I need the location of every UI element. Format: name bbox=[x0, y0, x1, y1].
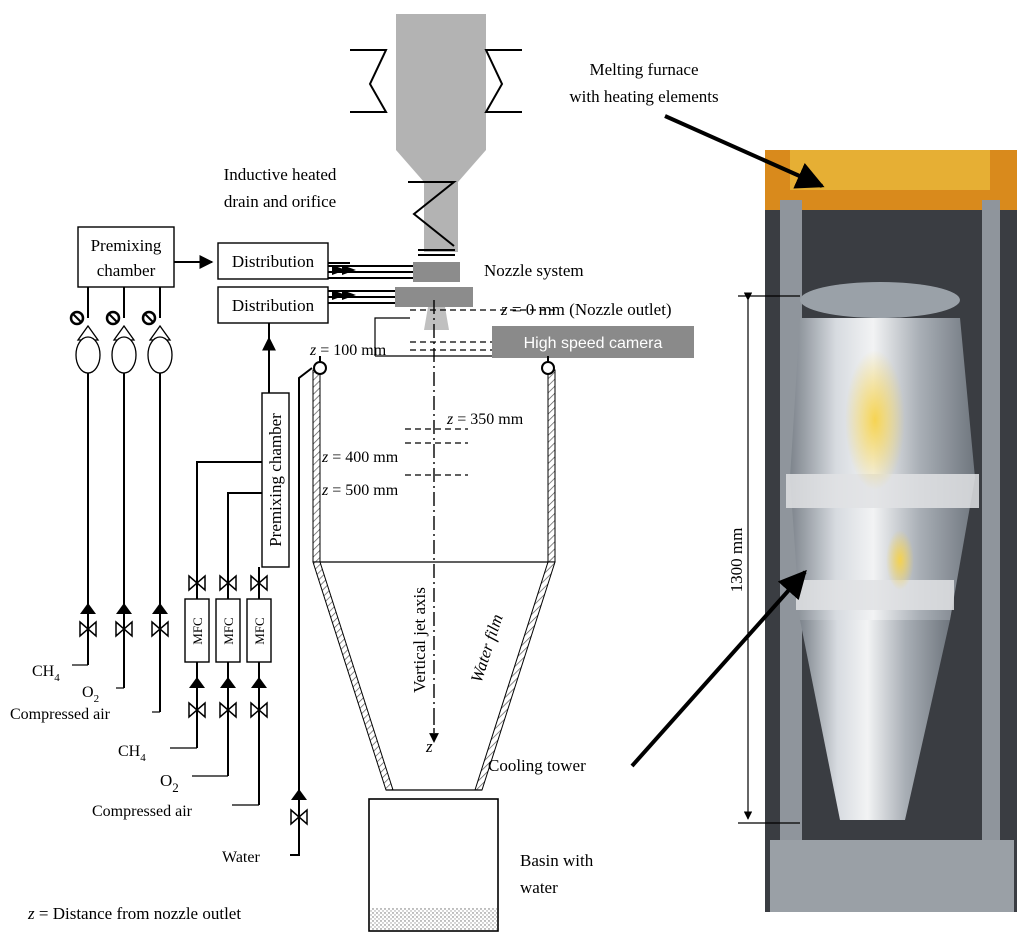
furnace-pointer-arrow bbox=[664, 114, 825, 189]
gas-line-ch4-left bbox=[69, 287, 101, 665]
z100-label: z = 100 mm bbox=[309, 342, 387, 359]
premixing-chamber-label-1: Premixing bbox=[91, 236, 162, 255]
premixing-chamber-label-2: chamber bbox=[97, 261, 156, 280]
cooling-tower-photo bbox=[765, 150, 1017, 912]
distribution-label-lower: Distribution bbox=[232, 296, 315, 315]
mfc-air-label: MFC bbox=[252, 617, 267, 644]
cooling-tower bbox=[312, 300, 556, 791]
distribution-box-lower bbox=[217, 286, 329, 324]
foil-wrap-lower bbox=[796, 580, 954, 610]
nozzle-system-label: Nozzle system bbox=[484, 261, 584, 280]
high-speed-camera: High speed camera bbox=[492, 326, 694, 358]
heating-element-left bbox=[350, 49, 388, 113]
vertical-jet-axis-label: Vertical jet axis bbox=[410, 587, 429, 693]
legend-text: z = Distance from nozzle outlet bbox=[27, 904, 241, 923]
basin-label-1: Basin with bbox=[520, 851, 594, 870]
mfc-air bbox=[246, 598, 272, 663]
ch4-label-left: CH4 bbox=[32, 663, 60, 684]
premixing-chamber-vertical-box bbox=[261, 392, 290, 568]
dimension-label: 1300 mm bbox=[727, 528, 746, 593]
gas-line-air-left bbox=[141, 287, 173, 712]
inductive-label-1: Inductive heated bbox=[224, 165, 337, 184]
camera-label: High speed camera bbox=[524, 335, 663, 352]
water-inlet-ring-right bbox=[541, 361, 555, 375]
mfc-valves-upper bbox=[188, 574, 268, 592]
cooling-tower-label: Cooling tower bbox=[488, 756, 586, 775]
melting-furnace bbox=[350, 14, 522, 256]
o2-label-left: O2 bbox=[82, 684, 99, 705]
water-line bbox=[290, 367, 313, 856]
inductive-label-2: drain and orifice bbox=[224, 192, 336, 211]
heating-element-right bbox=[484, 49, 522, 113]
water-film-label: Water film bbox=[467, 612, 507, 685]
ch4-label-mfc: CH4 bbox=[118, 743, 146, 764]
melting-furnace-label-1: Melting furnace bbox=[589, 60, 698, 79]
compressed-air-label-left: Compressed air bbox=[10, 706, 111, 723]
mfc-o2 bbox=[215, 598, 241, 663]
premixing-chamber-box bbox=[77, 226, 175, 288]
mfc-ch4-label: MFC bbox=[190, 617, 205, 644]
z0-label: z = 0 mm (Nozzle outlet) bbox=[500, 300, 672, 319]
nozzle-system-graphic bbox=[374, 262, 555, 357]
inductive-coil bbox=[408, 181, 457, 247]
basin bbox=[368, 798, 499, 932]
dimension-1300: 1300 mm bbox=[727, 292, 800, 824]
water-label: Water bbox=[222, 849, 260, 866]
z500-label: z = 500 mm bbox=[321, 482, 399, 499]
tower-pointer-arrow bbox=[630, 569, 807, 768]
premixing-chamber-vertical-label: Premixing chamber bbox=[266, 413, 285, 547]
compressed-air-label-mfc: Compressed air bbox=[92, 803, 193, 820]
z400-label: z = 400 mm bbox=[321, 449, 399, 466]
basin-label-2: water bbox=[520, 878, 558, 897]
mfc-ch4 bbox=[184, 598, 210, 663]
mfc-valves-lower bbox=[188, 677, 268, 719]
gas-line-o2-left bbox=[105, 287, 137, 688]
basin-water bbox=[370, 908, 497, 930]
mfc-o2-label: MFC bbox=[221, 617, 236, 644]
z350-label: z = 350 mm bbox=[446, 411, 524, 428]
water-inlet-ring-left bbox=[313, 361, 327, 375]
o2-label-mfc: O2 bbox=[160, 771, 179, 795]
distribution-box-upper bbox=[217, 242, 329, 280]
z-axis-label: z bbox=[425, 737, 433, 756]
melting-furnace-label-2: with heating elements bbox=[569, 87, 718, 106]
distribution-label-upper: Distribution bbox=[232, 252, 315, 271]
gas-supply bbox=[69, 226, 413, 856]
